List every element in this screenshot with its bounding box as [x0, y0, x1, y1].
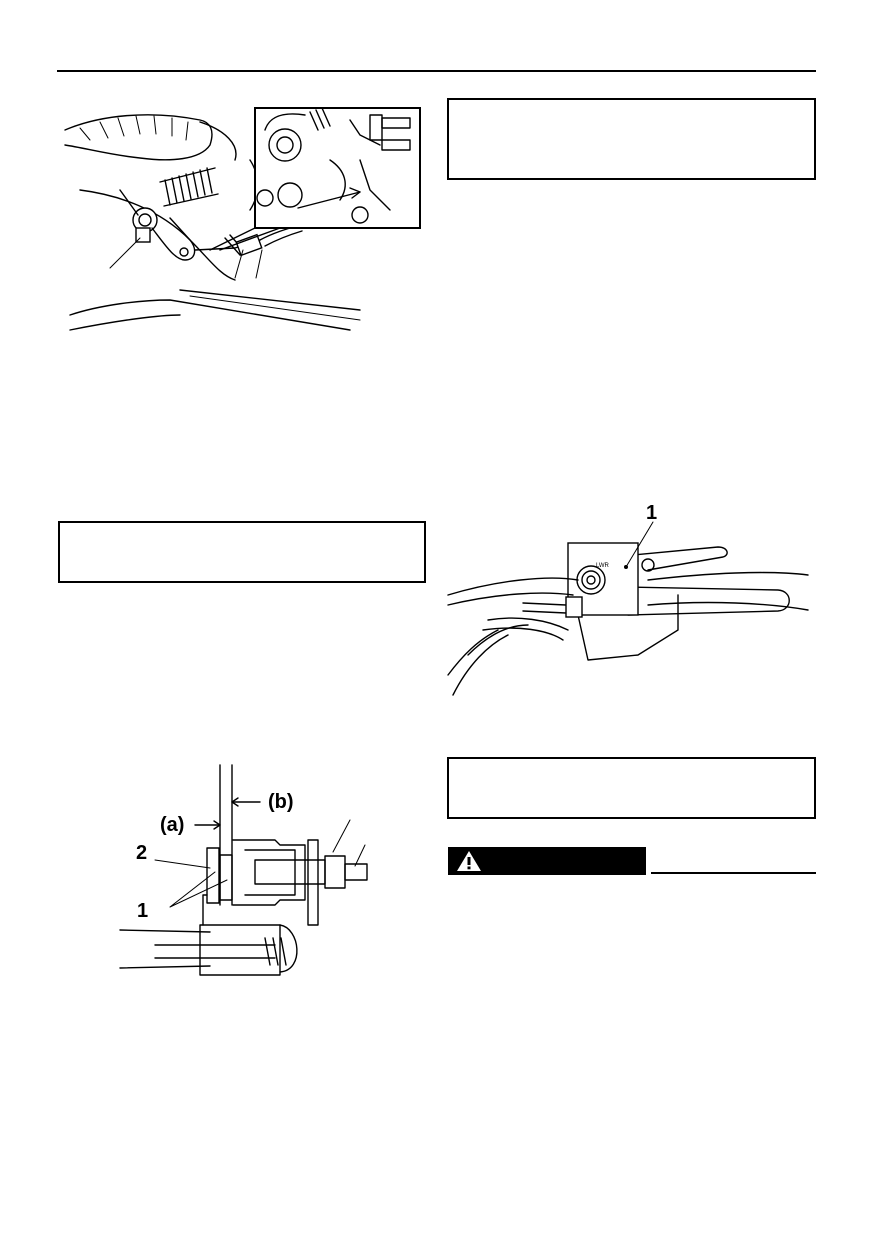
warning-bar [448, 847, 646, 875]
info-box-right-top [447, 98, 816, 180]
label-1-right: 1 [646, 502, 658, 524]
label-1-left: 1 [137, 900, 149, 922]
info-box-left [58, 521, 426, 583]
label-b: (b) [268, 791, 294, 813]
info-box-right-bottom [447, 757, 816, 819]
lwr-text: LWR [596, 563, 610, 569]
warning-rule [651, 872, 816, 874]
label-a: (a) [160, 814, 185, 836]
brake-pedal-illustration [64, 107, 421, 331]
brake-lever-illustration: LWR [447, 521, 809, 696]
warning-triangle-icon [457, 851, 481, 871]
header-rule [57, 70, 816, 72]
free-play-diagram [119, 764, 368, 976]
label-2: 2 [136, 842, 148, 864]
